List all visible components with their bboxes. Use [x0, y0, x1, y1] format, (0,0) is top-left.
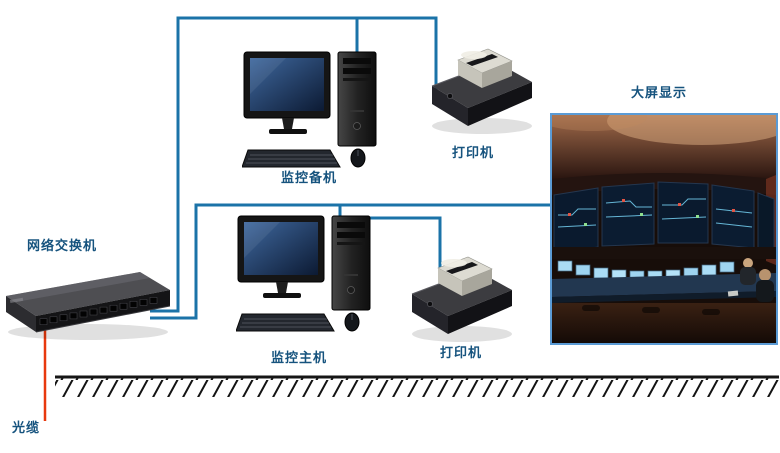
printer-bottom-illustration [404, 252, 518, 348]
desktop-computer-icon [241, 51, 377, 168]
backup-computer-illustration [241, 50, 392, 172]
console-desks [552, 273, 776, 297]
mouse [344, 312, 360, 332]
line-switch-to-top-printer [150, 16, 438, 313]
ground-hatching [55, 378, 779, 397]
network-switch-illustration [0, 266, 175, 346]
backup-pc-label: 监控备机 [281, 170, 338, 185]
desktop-computer-icon [235, 215, 371, 332]
fiber-label: 光缆 [12, 420, 41, 435]
main-pc-label: 监控主机 [271, 350, 328, 365]
network-switch-icon [6, 272, 171, 340]
keyboard [235, 313, 335, 332]
operator-silhouette [743, 258, 753, 268]
main-computer-illustration [235, 214, 386, 336]
monitor-screen [250, 58, 324, 111]
mouse [350, 148, 366, 168]
line-switch-to-big-screen [150, 203, 552, 320]
printer-icon [411, 256, 512, 342]
monitor-screen [244, 222, 318, 275]
switch-label: 网络交换机 [27, 238, 98, 253]
video-wall [553, 181, 775, 255]
keyboard [241, 149, 341, 168]
control-room-photo [537, 97, 780, 345]
control-room-scene [537, 97, 780, 343]
pc-tower [337, 51, 377, 147]
switch-ports [39, 297, 158, 325]
console-monitors [557, 260, 735, 282]
printer-top-label: 打印机 [452, 145, 495, 160]
printer-icon [431, 48, 532, 134]
printer-bottom-label: 打印机 [440, 345, 483, 360]
pc-tower [331, 215, 371, 311]
big-screen-label: 大屏显示 [631, 85, 688, 100]
printer-top-illustration [424, 44, 538, 140]
line-main-pc-to-printer [352, 216, 442, 270]
